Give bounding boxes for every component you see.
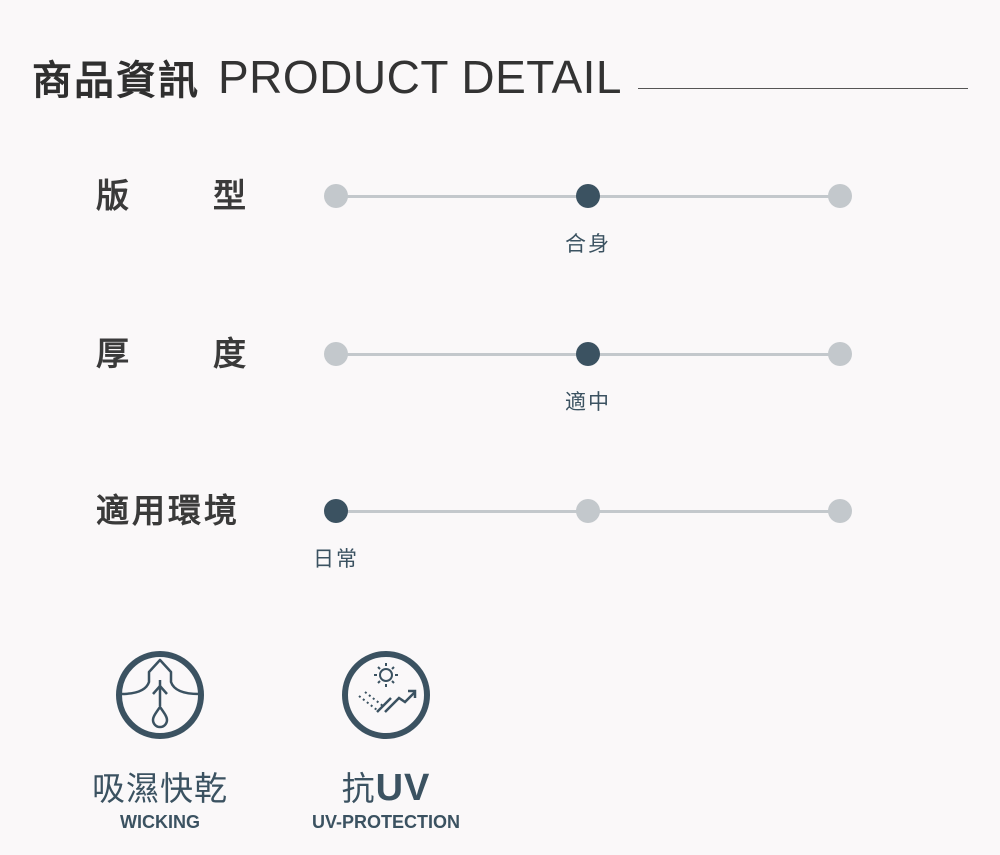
spec-row-fit: 版 型 合身 [0, 176, 1000, 266]
page-title-zh: 商品資訊 [32, 58, 200, 104]
wicking-icon [115, 650, 205, 740]
environment-value: 日常 [313, 547, 359, 571]
uv-protection-icon [341, 650, 431, 740]
scale-dot-0 [324, 342, 348, 366]
scale-dot-2 [828, 184, 852, 208]
spec-label-thickness-b: 度 [213, 334, 246, 373]
feature-uv-zh-prefix: 抗 [341, 769, 376, 808]
fit-value: 合身 [565, 232, 611, 256]
spec-label-fit-b: 型 [213, 176, 246, 215]
scale-dot-1-active [576, 184, 600, 208]
environment-scale: 日常 [313, 499, 852, 571]
scale-dot-1-active [576, 342, 600, 366]
scale-dot-0-active [324, 499, 348, 523]
fit-scale: 合身 [324, 184, 852, 256]
page-title-en: PRODUCT DETAIL [218, 51, 623, 103]
spec-label-environment: 適用環境 [96, 491, 246, 531]
spec-label-thickness: 厚 度 [96, 334, 246, 374]
scale-dot-0 [324, 184, 348, 208]
scale-dot-2 [828, 499, 852, 523]
feature-uv-protection: 抗UV UV-PROTECTION [286, 650, 486, 833]
feature-wicking: 吸濕快乾 WICKING [60, 650, 260, 833]
feature-uv-en: UV-PROTECTION [311, 812, 460, 832]
thickness-value: 適中 [565, 390, 611, 414]
feature-uv-zh: 抗UV [286, 762, 486, 810]
spec-row-environment: 適用環境 日常 [0, 491, 1000, 581]
spec-row-thickness: 厚 度 適中 [0, 334, 1000, 424]
feature-wicking-en: WICKING [120, 812, 200, 832]
spec-label-fit-a: 版 [96, 176, 129, 215]
scale-dot-2 [828, 342, 852, 366]
header-divider [638, 87, 968, 89]
thickness-scale: 適中 [324, 342, 852, 414]
scale-dot-1 [576, 499, 600, 523]
feature-wicking-zh: 吸濕快乾 [92, 769, 228, 808]
feature-uv-zh-suffix: UV [375, 767, 431, 809]
spec-label-environment-a: 適用環境 [96, 491, 240, 530]
spec-label-fit: 版 型 [96, 176, 246, 216]
spec-label-thickness-a: 厚 [96, 334, 129, 373]
section-header: 商品資訊 PRODUCT DETAIL [32, 48, 968, 106]
